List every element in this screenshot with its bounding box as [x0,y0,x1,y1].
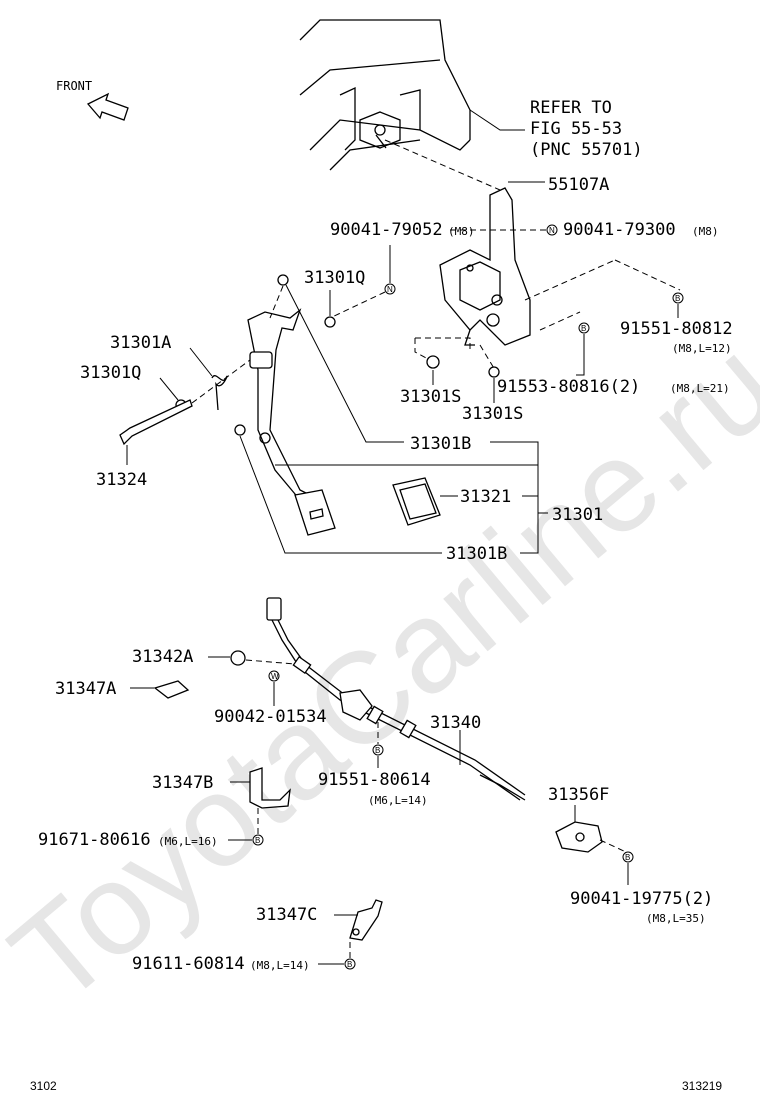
body-panel [299,19,525,171]
svg-text:B: B [347,960,352,969]
label-90041-79052: 90041-79052 [330,220,443,240]
label-31301B-top: 31301B [410,434,471,454]
marker-b-91553-80816: B [578,322,590,334]
svg-text:B: B [675,294,680,303]
label-31301S-right: 31301S [462,404,523,424]
pivot-bolt [119,399,193,446]
return-spring [211,375,228,411]
label-31324: 31324 [96,470,147,490]
bushing-top [277,274,289,286]
label-91611-60814: 91611-60814 [132,954,245,974]
marker-b-91551-80614: B [372,744,384,756]
footer-left: 3102 [30,1079,57,1093]
label-31342A: 31342A [132,647,193,667]
bracket-31347B [249,767,291,809]
label-91551-80614-spec: (M6,L=14) [368,794,428,807]
marker-b-90041-19775: B [622,851,634,863]
label-31321: 31321 [460,487,511,507]
label-91551-80614: 91551-80614 [318,770,431,790]
label-31347A: 31347A [55,679,116,699]
marker-b-91671-80616: B [252,834,264,846]
svg-text:B: B [375,746,380,755]
bracket-31356F [555,821,603,853]
bracket-31347A [153,680,190,699]
svg-text:N: N [549,226,555,235]
label-31347C: 31347C [256,905,317,925]
collar-top [324,316,336,328]
refer-line-2: FIG 55-53 [530,119,622,139]
front-arrow-icon [86,92,129,121]
grommet-31342A [230,650,246,666]
svg-text:B: B [581,324,586,333]
svg-text:B: B [255,836,260,845]
svg-text:W: W [271,672,279,681]
label-91671-80616: 91671-80616 [38,830,151,850]
refer-note: REFER TO FIG 55-53 (PNC 55701) [530,98,643,160]
marker-n-left: N [384,283,396,295]
refer-line-3: (PNC 55701) [530,140,643,160]
label-90041-19775-spec: (M8,L=35) [646,912,706,925]
pedal-support-bracket [439,187,531,346]
stopper-right [488,366,500,378]
label-90041-79052-spec: (M8) [448,225,475,238]
marker-b-91611-60814: B [344,958,356,970]
front-label: FRONT [56,79,92,93]
label-31356F: 31356F [548,785,609,805]
label-91611-60814-spec: (M8,L=14) [250,959,310,972]
marker-w: W [268,670,280,682]
label-91551-80812-spec: (M8,L=12) [672,342,732,355]
svg-text:B: B [625,853,630,862]
label-90042-01534: 90042-01534 [214,707,327,727]
svg-text:N: N [387,285,393,294]
marker-b-91551-80812: B [672,292,684,304]
clutch-cable-assembly [266,597,526,801]
pedal-pad [392,477,441,526]
label-91671-80616-spec: (M6,L=16) [158,835,218,848]
bushing-bottom [234,424,246,436]
label-90041-79300-spec: (M8) [692,225,719,238]
clutch-pedal-lever [247,308,336,536]
label-31301Q-left: 31301Q [80,363,141,383]
label-91553-80816-spec: (M8,L=21) [670,382,730,395]
label-91551-80812: 91551-80812 [620,319,733,339]
label-31340: 31340 [430,713,481,733]
marker-n-right: N [546,224,558,236]
refer-line-1: REFER TO [530,98,612,118]
label-31347B: 31347B [152,773,213,793]
front-indicator: FRONT [56,79,129,121]
label-31301Q-top: 31301Q [304,268,365,288]
label-55107A: 55107A [548,175,609,195]
label-90041-79300: 90041-79300 [563,220,676,240]
label-31301S-left: 31301S [400,387,461,407]
label-31301B-bottom: 31301B [446,544,507,564]
label-31301: 31301 [552,505,603,525]
stopper-left [426,355,440,369]
footer-right: 313219 [682,1079,722,1093]
label-31301A: 31301A [110,333,171,353]
label-90041-19775: 90041-19775(2) [570,889,713,909]
bracket-31347C [349,899,383,941]
label-91553-80816: 91553-80816(2) [497,377,640,397]
